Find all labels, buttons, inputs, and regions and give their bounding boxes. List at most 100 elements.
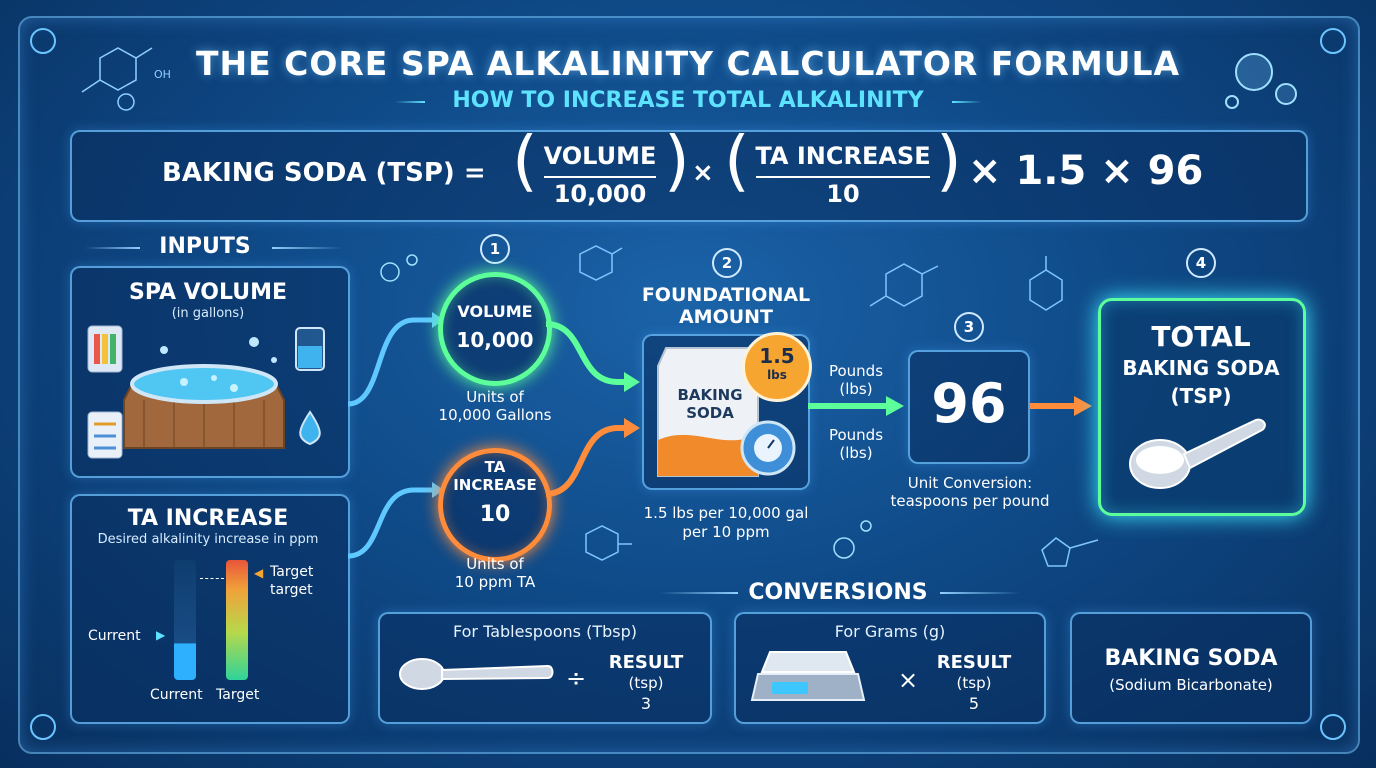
formula-paren-close-1: ): [664, 122, 690, 199]
formula-frac2-line: [756, 176, 930, 178]
pounds-top-2: (lbs): [839, 380, 873, 398]
molecule-icon: [579, 245, 623, 281]
corner-ornament-icon: [1320, 28, 1346, 54]
foundational-title-1: FOUNDATIONAL: [641, 284, 811, 306]
formula-frac1-den: 10,000: [553, 180, 647, 208]
volume-circle: [438, 272, 552, 386]
inputs-rule-right: [272, 247, 342, 249]
pounds-bottom-1: Pounds: [828, 426, 884, 444]
current-level-bar: [174, 560, 196, 680]
conversion-value: 96: [931, 372, 1007, 435]
ta-increase-desc: Desired alkalinity increase in ppm: [97, 532, 319, 547]
formula-lhs: BAKING SODA (TSP) =: [162, 158, 486, 188]
current-label: Current: [88, 628, 141, 644]
baking-soda-sub: (Sodium Bicarbonate): [1109, 676, 1273, 694]
molecule-icon: [585, 525, 632, 561]
target-label-lower: target: [270, 582, 313, 598]
baking-soda-title: BAKING SODA: [1104, 646, 1278, 671]
bag-label-1: BAKING: [677, 386, 743, 404]
step2-to-step3-arrow: [808, 396, 904, 416]
formula-paren-open-1: (: [512, 122, 538, 199]
tablespoons-value: 3: [640, 694, 652, 713]
subtitle-rule-left: [395, 101, 425, 103]
grams-op: ×: [898, 666, 919, 694]
baking-soda-card: [1070, 612, 1312, 724]
conversions-rule-right: [940, 592, 1020, 594]
ta-circle-label-1: TA: [484, 458, 506, 476]
target-label: Target: [270, 564, 314, 580]
pounds-top-1: Pounds: [828, 362, 884, 380]
step3-to-step4-arrow: [1030, 396, 1092, 416]
corner-ornament-icon: [1320, 714, 1346, 740]
formula-tail: × 1.5 × 96: [968, 148, 1204, 194]
target-level-bar: [226, 560, 248, 680]
formula-frac1-num: VOLUME: [543, 142, 657, 170]
molecule-icon: OH: [81, 47, 171, 111]
grams-result-unit: (tsp): [956, 674, 992, 692]
step-4-badge: 4: [1186, 248, 1216, 278]
total-title-3: (TSP): [1170, 384, 1232, 408]
step-3-badge: 3: [954, 312, 984, 342]
foundational-title-2: AMOUNT: [678, 306, 774, 328]
inputs-rule-left: [85, 247, 140, 249]
formula-times: ×: [692, 158, 714, 188]
conversion-desc-1: Unit Conversion:: [907, 474, 1033, 492]
ta-circle-value: 10: [479, 502, 511, 527]
bar-target-label: Target: [216, 687, 260, 703]
lbs-badge-value: 1.5: [759, 344, 795, 368]
ta-circle: [438, 448, 552, 562]
bag-label-2: SODA: [686, 404, 734, 422]
formula-frac1-line: [544, 176, 656, 178]
bubbles-icon: [833, 520, 872, 559]
bubbles-icon: [380, 254, 418, 282]
ta-increase-panel: [70, 494, 350, 724]
pounds-bottom-2: (lbs): [839, 444, 873, 462]
volume-units-line1: Units of: [466, 388, 524, 406]
ta-circle-label-2: INCREASE: [453, 476, 537, 494]
grams-value: 5: [968, 694, 980, 713]
kitchen-scale-icon: [750, 651, 866, 701]
foundational-desc-1: 1.5 lbs per 10,000 gal: [643, 504, 809, 522]
formula-frac2-num: TA INCREASE: [755, 142, 931, 170]
tablespoons-result-unit: (tsp): [628, 674, 664, 692]
current-arrow-icon: ▶: [156, 628, 166, 642]
total-title-1: TOTAL: [1151, 320, 1251, 353]
step-2-badge: 2: [712, 248, 742, 278]
ta-units-line2: 10 ppm TA: [454, 573, 536, 591]
inputs-heading: INPUTS: [159, 234, 251, 259]
target-dash: [200, 578, 224, 579]
baking-soda-bag-icon: [657, 347, 796, 477]
foundational-desc-2: per 10 ppm: [682, 523, 770, 541]
total-box: [1098, 298, 1306, 516]
corner-ornament-icon: [30, 714, 56, 740]
volume-circle-label: VOLUME: [457, 302, 533, 321]
volume-units-line2: 10,000 Gallons: [438, 406, 552, 424]
tablespoons-op: ÷: [566, 664, 587, 692]
formula-paren-open-2: (: [724, 122, 750, 199]
outer-frame: [18, 16, 1360, 754]
ta-increase-title: TA INCREASE: [127, 506, 289, 531]
spa-volume-title: SPA VOLUME: [129, 280, 287, 305]
molecule-icon: [1041, 537, 1099, 567]
page-subtitle: HOW TO INCREASE TOTAL ALKALINITY: [452, 88, 924, 113]
ta-units-line1: Units of: [466, 555, 524, 573]
subtitle-rule-right: [952, 101, 982, 103]
hot-tub-icon: [87, 325, 325, 459]
bar-current-label: Current: [150, 687, 203, 703]
lbs-badge: [742, 332, 812, 402]
conversions-heading: CONVERSIONS: [748, 580, 928, 605]
lbs-badge-unit: lbs: [767, 368, 787, 382]
bubbles-icon: [1225, 53, 1297, 109]
target-arrow-icon: ◀: [254, 566, 264, 580]
step-1-badge: 1: [480, 234, 510, 264]
tablespoons-result-label: RESULT: [608, 652, 684, 673]
grams-result-label: RESULT: [936, 652, 1012, 673]
molecule-icon: [869, 263, 939, 307]
grams-title: For Grams (g): [834, 622, 946, 641]
step1-to-step2-arrows: [545, 321, 640, 497]
total-title-2: BAKING SODA: [1122, 356, 1280, 380]
conversions-rule-left: [660, 592, 738, 594]
formula-bar: [70, 130, 1308, 222]
volume-circle-value: 10,000: [456, 328, 534, 352]
formula-frac2-den: 10: [826, 180, 860, 208]
